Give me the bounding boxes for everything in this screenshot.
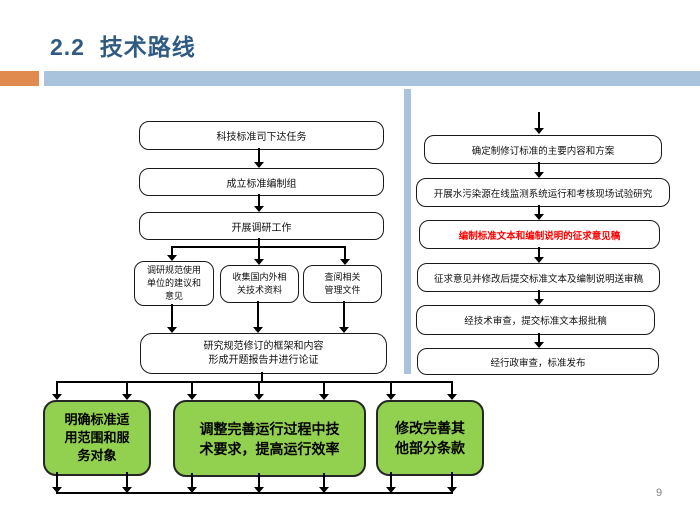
right-flow-step2: 开展水污染源在线监测系统运行和考核现场试验研究 [416, 178, 670, 207]
connector-line [191, 473, 193, 487]
arrow-down-icon [534, 214, 544, 220]
outcome3-line: 他部分条款 [395, 440, 465, 456]
outcome2-line: 术要求，提高运行效率 [199, 440, 340, 457]
left-flow-branch1: 调研规范使用 单位的建议和 意见 [134, 261, 214, 306]
left-flow-branch3: 查阅相关 管理文件 [303, 265, 382, 303]
left-flow-branch2: 收集国内外相 关技术资料 [220, 265, 299, 303]
connector-line [258, 381, 260, 394]
arrow-down-icon [187, 394, 197, 400]
arrow-down-icon [122, 394, 132, 400]
arrow-down-icon [254, 206, 264, 212]
connector-line [56, 381, 58, 394]
connector-line [258, 148, 260, 162]
merge-line: 研究规范修订的框架和内容 [203, 340, 324, 352]
arrow-down-icon [340, 259, 350, 265]
arrow-down-icon [339, 327, 349, 333]
arrow-down-icon [534, 257, 544, 263]
arrow-down-icon [167, 327, 177, 333]
arrow-down-icon [386, 394, 396, 400]
arrow-down-icon [319, 487, 329, 493]
branch2-line: 收集国内外相 [232, 272, 287, 282]
blue-header-bar [44, 71, 700, 86]
connector-line [171, 304, 173, 327]
outcome-box-scope: 明确标准适 用范围和服 务对象 [43, 400, 151, 476]
right-flow-step3-highlighted: 编制标准文本和编制说明的征求意见稿 [419, 220, 660, 249]
arrow-down-icon [534, 342, 544, 348]
left-flow-step2: 成立标准编制组 [139, 168, 384, 196]
connector-line [538, 112, 540, 128]
connector-line [344, 248, 346, 259]
outcome3-line: 修改完善其 [395, 420, 465, 436]
connector-line [538, 333, 540, 342]
right-flow-step6: 经行政审查，标准发布 [417, 348, 659, 375]
connector-line [538, 290, 540, 299]
arrow-down-icon [254, 487, 264, 493]
connector-line [451, 381, 453, 394]
page-title: 2.2 技术路线 [50, 34, 196, 60]
connector-line [126, 472, 128, 487]
branch1-line: 意见 [164, 291, 183, 301]
branch3-line: 管理文件 [324, 285, 361, 295]
connector-line [126, 381, 128, 394]
vertical-divider-bar [404, 89, 411, 374]
branch3-line: 查阅相关 [324, 272, 361, 282]
outcome2-line: 调整完善运行过程中技 [199, 420, 340, 437]
connector-line [258, 238, 260, 246]
right-flow-step5: 经技术审查，提交标准文本报批稿 [416, 305, 655, 335]
connector-line [390, 381, 392, 394]
arrow-down-icon [534, 299, 544, 305]
branch2-line: 关技术资料 [236, 285, 282, 295]
left-flow-step3: 开展调研工作 [139, 212, 384, 240]
connector-line [390, 472, 392, 487]
arrow-down-icon [167, 255, 177, 261]
arrow-down-icon [254, 394, 264, 400]
connector-line [451, 472, 453, 487]
arrow-down-icon [253, 327, 263, 333]
outcome1-line: 明确标准适 [64, 412, 130, 427]
connector-line [538, 247, 540, 257]
arrow-down-icon [447, 487, 457, 493]
arrow-down-icon [254, 259, 264, 265]
connector-line [171, 246, 346, 248]
connector-line [323, 473, 325, 487]
connector-line [258, 473, 260, 487]
connector-line [257, 301, 259, 327]
outcome1-line: 务对象 [77, 448, 117, 463]
connector-line [56, 492, 453, 494]
orange-accent-bar [0, 71, 39, 86]
left-flow-step1: 科技标准司下达任务 [139, 121, 384, 150]
merge-line: 形成开题报告并进行论证 [208, 354, 319, 366]
connector-line [56, 472, 58, 487]
right-flow-step4: 征求意见并修改后提交标准文本及编制说明送审稿 [417, 263, 660, 292]
arrow-down-icon [386, 487, 396, 493]
outcome-box-requirements: 调整完善运行过程中技 术要求，提高运行效率 [173, 400, 366, 477]
arrow-down-icon [52, 394, 62, 400]
arrow-down-icon [447, 394, 457, 400]
arrow-down-icon [254, 162, 264, 168]
connector-line [258, 248, 260, 259]
branch1-line: 单位的建议和 [146, 278, 201, 288]
connector-line [261, 372, 263, 381]
branch1-line: 调研规范使用 [146, 265, 201, 275]
arrow-down-icon [122, 487, 132, 493]
arrow-down-icon [319, 394, 329, 400]
arrow-down-icon [187, 487, 197, 493]
connector-line [538, 162, 540, 172]
connector-line [258, 194, 260, 206]
connector-line [343, 301, 345, 327]
left-flow-merge: 研究规范修订的框架和内容 形成开题报告并进行论证 [140, 333, 387, 374]
connector-line [538, 205, 540, 214]
arrow-down-icon [534, 172, 544, 178]
arrow-down-icon [534, 128, 544, 134]
connector-line [323, 381, 325, 394]
connector-line [171, 246, 173, 255]
outcome-box-clauses: 修改完善其 他部分条款 [376, 400, 484, 476]
connector-line [191, 381, 193, 394]
arrow-down-icon [52, 487, 62, 493]
outcome1-line: 用范围和服 [64, 430, 130, 445]
right-flow-step1: 确定制修订标准的主要内容和方案 [424, 135, 662, 164]
connector-line [56, 381, 453, 383]
page-number: 9 [656, 487, 663, 499]
